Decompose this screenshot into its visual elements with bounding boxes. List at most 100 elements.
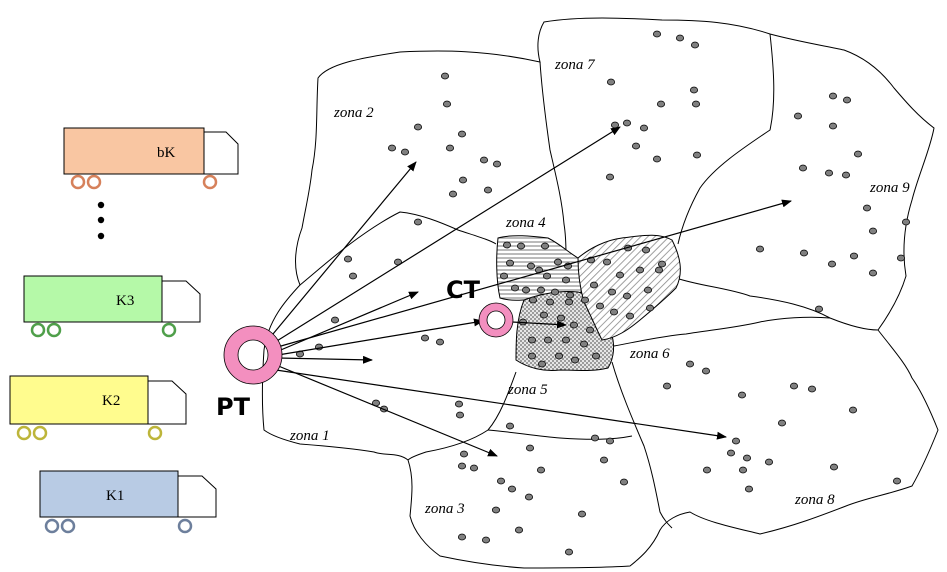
customer-point [843, 96, 852, 104]
truck-K3-cab [161, 280, 201, 323]
customer-point [515, 526, 524, 534]
customer-point [732, 437, 741, 445]
customer-point [790, 382, 799, 390]
customer-point [794, 112, 803, 120]
customer-point [663, 382, 672, 390]
customer-point [902, 218, 911, 226]
zone-label-4: zona 4 [505, 215, 546, 231]
customer-point [653, 155, 662, 163]
customer-point [457, 462, 466, 470]
customer-point [566, 291, 575, 299]
route-arrow [267, 161, 417, 341]
customer-point [570, 321, 579, 329]
zone-label-5: zona 5 [507, 382, 548, 398]
customer-point [640, 124, 649, 132]
customer-point [528, 352, 537, 360]
customer-point [544, 336, 553, 344]
customer-point [510, 284, 519, 292]
route-arrow [271, 126, 621, 345]
zone-label-3: zona 3 [424, 501, 465, 517]
customer-point [828, 260, 837, 268]
truck-bK-cargo [63, 127, 205, 175]
customer-point [400, 148, 409, 156]
customer-point [829, 122, 838, 130]
customer-point [600, 456, 609, 464]
truck-K2: K2 [9, 375, 187, 441]
wheel-icon [202, 174, 218, 190]
customer-point [578, 510, 587, 518]
terminal-CT: CT [446, 276, 514, 338]
wheel-icon [32, 425, 48, 441]
zone-label-7: zona 7 [554, 57, 596, 73]
customer-point [330, 316, 339, 324]
customer-point [626, 312, 635, 320]
customer-point [893, 477, 902, 485]
customer-point [571, 356, 580, 364]
customer-point [800, 249, 809, 257]
customer-point [455, 411, 464, 419]
terminal-CT-ring [479, 303, 513, 337]
zone-label-1: zona 1 [289, 428, 330, 444]
wheel-icon [177, 518, 193, 534]
customer-point [565, 298, 574, 306]
customer-point [440, 72, 449, 80]
customer-point [743, 454, 752, 462]
customer-point [623, 119, 632, 127]
terminal-PT: PT [216, 325, 283, 421]
customer-point [502, 241, 511, 249]
customer-point [606, 437, 615, 445]
customer-point [658, 260, 667, 268]
customer-point [849, 406, 858, 414]
customer-point [869, 227, 878, 235]
customer-point [590, 281, 599, 289]
customer-point [469, 464, 478, 472]
zone-labels: zona 1 zona 2 zona 3 zona 4 zona 5 zona … [289, 57, 910, 517]
wheel-icon [161, 322, 177, 338]
customer-point [527, 262, 536, 270]
truck-bK-label: bK [157, 145, 176, 161]
customer-point [522, 286, 531, 294]
customer-point [555, 352, 564, 360]
customer-point [442, 100, 451, 108]
customer-point [591, 434, 600, 442]
customer-point [387, 144, 396, 152]
customer-point [457, 130, 466, 138]
wheel-icon [44, 518, 60, 534]
customer-point [581, 296, 590, 304]
customer-point [632, 142, 641, 150]
truck-K2-cab [147, 380, 187, 425]
customer-point [565, 548, 574, 556]
customer-point [526, 444, 535, 452]
zone-label-2: zona 2 [333, 105, 374, 121]
customer-point [676, 34, 685, 42]
customer-point [642, 246, 651, 254]
route-arrow [511, 320, 567, 329]
customer-point [557, 314, 566, 322]
truck-K3: K3 [23, 275, 201, 338]
customer-point [739, 466, 748, 474]
fleet-ellipsis [97, 201, 105, 240]
route-arrow [277, 355, 373, 364]
customer-point [491, 506, 500, 514]
customer-point [580, 340, 589, 348]
route-arrow [275, 364, 498, 457]
customer-point [445, 144, 454, 152]
customer-point [537, 466, 546, 474]
route-arrow [277, 318, 484, 356]
customer-point [611, 121, 620, 129]
customer-point [608, 288, 617, 296]
customer-points [295, 30, 911, 556]
customer-point [756, 245, 765, 253]
customer-point [842, 171, 851, 179]
delivery-routes [267, 126, 792, 457]
customer-point [655, 266, 664, 274]
customer-point [586, 326, 595, 334]
customer-point [496, 477, 505, 485]
customer-point [657, 100, 666, 108]
customer-point [554, 258, 563, 266]
route-arrow [273, 199, 792, 349]
customer-point [825, 169, 834, 177]
customer-point [459, 450, 468, 458]
customer-point [525, 493, 534, 501]
